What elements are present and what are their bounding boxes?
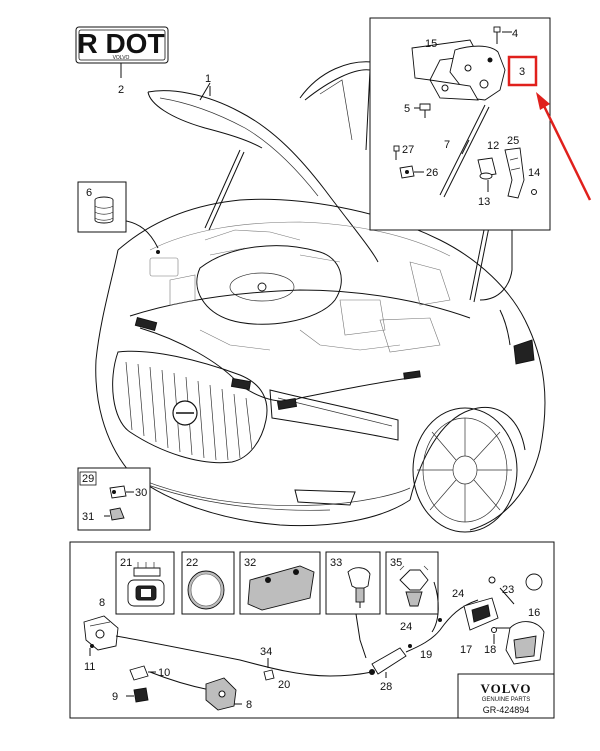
callout-5: 5 bbox=[404, 103, 410, 115]
hinge-detail-box bbox=[369, 17, 551, 231]
red-pointer-arrow bbox=[536, 92, 592, 201]
callout-13: 13 bbox=[478, 196, 490, 208]
callout-19: 19 bbox=[420, 649, 432, 661]
callout-33: 33 bbox=[330, 557, 342, 569]
car-illustration bbox=[95, 61, 546, 533]
callout-30: 30 bbox=[135, 487, 147, 499]
callout-22: 22 bbox=[186, 557, 198, 569]
callout-21: 21 bbox=[120, 557, 132, 569]
label-plate bbox=[75, 26, 169, 64]
brand-logo: VOLVO bbox=[481, 681, 532, 696]
callout-18: 18 bbox=[484, 644, 496, 656]
label-subtext: VOLVO bbox=[113, 55, 130, 61]
callout-3: 3 bbox=[519, 66, 525, 78]
callout-15: 15 bbox=[425, 38, 437, 50]
callout-4: 4 bbox=[512, 28, 518, 40]
callout-31: 31 bbox=[82, 511, 94, 523]
callout-14: 14 bbox=[528, 167, 540, 179]
highlight-box-part-3 bbox=[507, 55, 538, 87]
callout-29: 29 bbox=[82, 473, 94, 485]
callout-24-upper: 24 bbox=[452, 588, 464, 600]
callout-25: 25 bbox=[507, 135, 519, 147]
callout-28: 28 bbox=[380, 681, 392, 693]
callout-8-lower: 8 bbox=[246, 699, 252, 711]
callout-9: 9 bbox=[112, 691, 118, 703]
callout-7: 7 bbox=[444, 139, 450, 151]
callout-20: 20 bbox=[278, 679, 290, 691]
label-text: R DOT bbox=[77, 28, 164, 59]
callout-35: 35 bbox=[390, 557, 402, 569]
callout-2: 2 bbox=[118, 84, 124, 96]
callout-23: 23 bbox=[502, 584, 514, 596]
callout-34: 34 bbox=[260, 646, 272, 658]
release-cable-panel: 21 22 32 33 35 bbox=[69, 541, 555, 719]
callout-12: 12 bbox=[487, 140, 499, 152]
callout-17: 17 bbox=[460, 644, 472, 656]
callout-1: 1 bbox=[205, 73, 211, 85]
callout-8-upper: 8 bbox=[99, 597, 105, 609]
diagram-code: GR-424894 bbox=[483, 705, 530, 715]
callout-27: 27 bbox=[402, 144, 414, 156]
callout-11: 11 bbox=[84, 661, 95, 673]
callout-24-lower: 24 bbox=[400, 621, 412, 633]
callout-10: 10 bbox=[158, 667, 170, 679]
box-part-29: 29 bbox=[77, 467, 151, 531]
label-part-2: R DOT VOLVO bbox=[75, 26, 169, 78]
box-part-6: 6 bbox=[77, 181, 127, 233]
callout-26: 26 bbox=[426, 167, 438, 179]
callout-32: 32 bbox=[244, 557, 256, 569]
brand-tagline: GENUINE PARTS bbox=[482, 697, 530, 703]
callout-6: 6 bbox=[86, 187, 92, 199]
callout-16: 16 bbox=[528, 607, 540, 619]
